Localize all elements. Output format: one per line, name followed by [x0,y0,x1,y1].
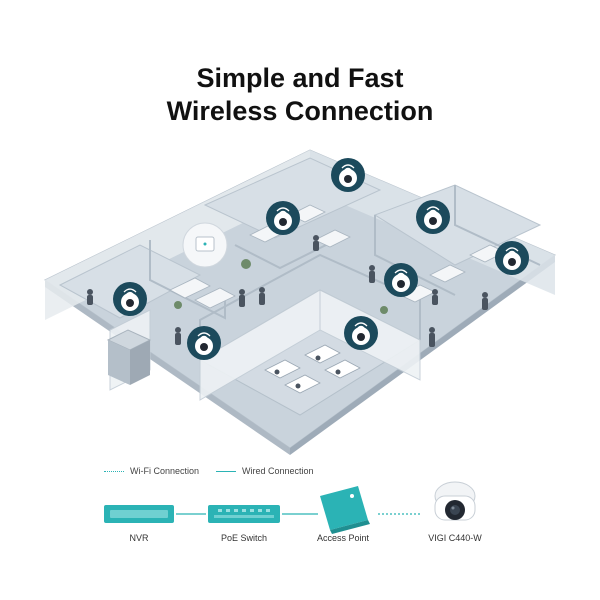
legend-wired-label: Wired Connection [242,466,314,476]
wifi-camera-icon [113,282,147,316]
title-line-2: Wireless Connection [166,96,434,126]
person [432,289,438,295]
floor-slab-edge-right [290,255,555,455]
wifi-camera-icon [344,316,378,350]
inner-wall-4 [374,215,456,296]
wifi-camera-icon [495,241,529,275]
legend-wifi: Wi-Fi Connection [104,466,199,476]
floor-slab-edge [45,280,290,455]
person [259,287,265,293]
dotted-line-icon [104,470,124,472]
person [482,292,488,298]
nvr-icon [104,505,174,523]
wifi-camera-icon [384,263,418,297]
nvr-label: NVR [129,533,149,543]
wifi-camera-icon [331,158,365,192]
inner-wall-2 [234,237,341,270]
legend-wifi-label: Wi-Fi Connection [130,466,200,476]
legend-wired: Wired Connection [216,466,314,476]
plant [380,306,388,314]
wifi-camera-icon [416,200,450,234]
person [429,327,435,333]
meeting-table [284,374,321,394]
device-chain [104,481,476,534]
meeting-table [304,344,341,364]
room-right [373,184,542,266]
plant [241,259,251,269]
desk [169,277,211,299]
wifi-camera-icon [187,326,221,360]
desk [429,264,466,283]
plant [174,301,182,309]
wifi-camera-icon [266,201,300,235]
person [87,289,93,295]
camera-icon [434,481,476,521]
page-title: Simple and Fast Wireless Connection [0,62,600,128]
poe-switch-label: PoE Switch [220,533,268,543]
access-point-icon [182,222,228,268]
desk [194,287,236,309]
person [175,327,181,333]
person [313,235,319,241]
poe-switch-icon [208,505,280,523]
camera-label: VIGI C440-W [428,533,482,543]
access-point-device-icon [320,486,370,534]
server-rack [106,329,152,385]
meeting-table [324,359,361,379]
desk [314,229,351,248]
meeting-table [264,359,301,379]
access-point-label: Access Point [316,533,370,543]
person [315,355,321,361]
solid-line-icon [216,470,236,472]
title-line-1: Simple and Fast [196,63,404,93]
inner-wall-1 [149,240,226,320]
person [335,369,341,375]
person [239,289,245,295]
room-left [58,244,202,319]
person [369,265,375,271]
person [295,383,301,389]
person [274,369,280,375]
floor-plan-illustration [44,149,557,455]
